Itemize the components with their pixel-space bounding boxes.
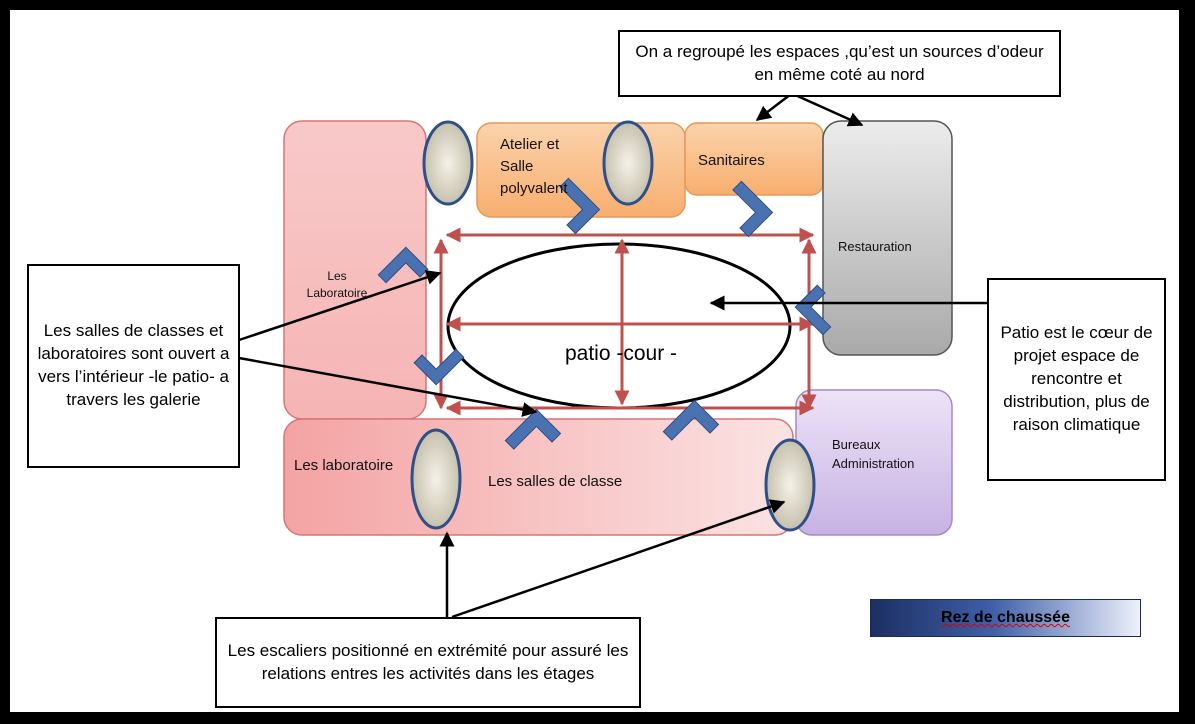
zone-restauration — [822, 120, 953, 356]
window-marker-icon — [377, 246, 429, 284]
zone-label-atelier: Atelier et Salle polyvalent — [500, 136, 568, 197]
zone-label-labo-bottom: Les laboratoire — [294, 457, 394, 474]
zone-label-bureaux: Bureaux Administration — [832, 437, 915, 471]
annotation-arrow — [792, 92, 864, 127]
annotation-arrow — [238, 356, 538, 417]
annotation-arrow — [755, 93, 792, 121]
window-marker-icon — [413, 348, 465, 386]
level-badge: Rez de chaussée — [870, 599, 1141, 637]
window-marker-icon — [794, 284, 832, 336]
window-marker-icon — [504, 408, 562, 450]
patio-ellipse — [446, 242, 792, 410]
stair-icon — [410, 428, 462, 530]
level-badge-label: Rez de chaussée — [941, 609, 1070, 626]
stair-icon — [422, 120, 474, 206]
stair-icon — [764, 438, 816, 532]
window-marker-icon — [662, 399, 720, 441]
callout-left: Les salles de classes et laboratoires so… — [27, 264, 240, 468]
patio-label: patio -cour - — [565, 342, 677, 365]
zone-label-classes: Les salles de classe — [488, 473, 623, 490]
window-marker-icon — [559, 177, 601, 235]
callout-right: Patio est le cœur de projet espace de re… — [987, 278, 1166, 481]
callout-bottom: Les escaliers positionné en extrémité po… — [215, 617, 641, 708]
annotation-arrow — [238, 270, 442, 342]
annotation-arrow — [451, 499, 786, 619]
zone-label-labo-left: Les Laboratoire — [306, 269, 368, 301]
zone-label-restauration: Restauration — [838, 239, 912, 254]
zone-label-sanitaires: Sanitaires — [698, 152, 765, 169]
stair-icon — [602, 120, 654, 206]
window-marker-icon — [732, 180, 774, 238]
callout-top: On a regroupé les espaces ,qu’est un sou… — [618, 30, 1061, 97]
